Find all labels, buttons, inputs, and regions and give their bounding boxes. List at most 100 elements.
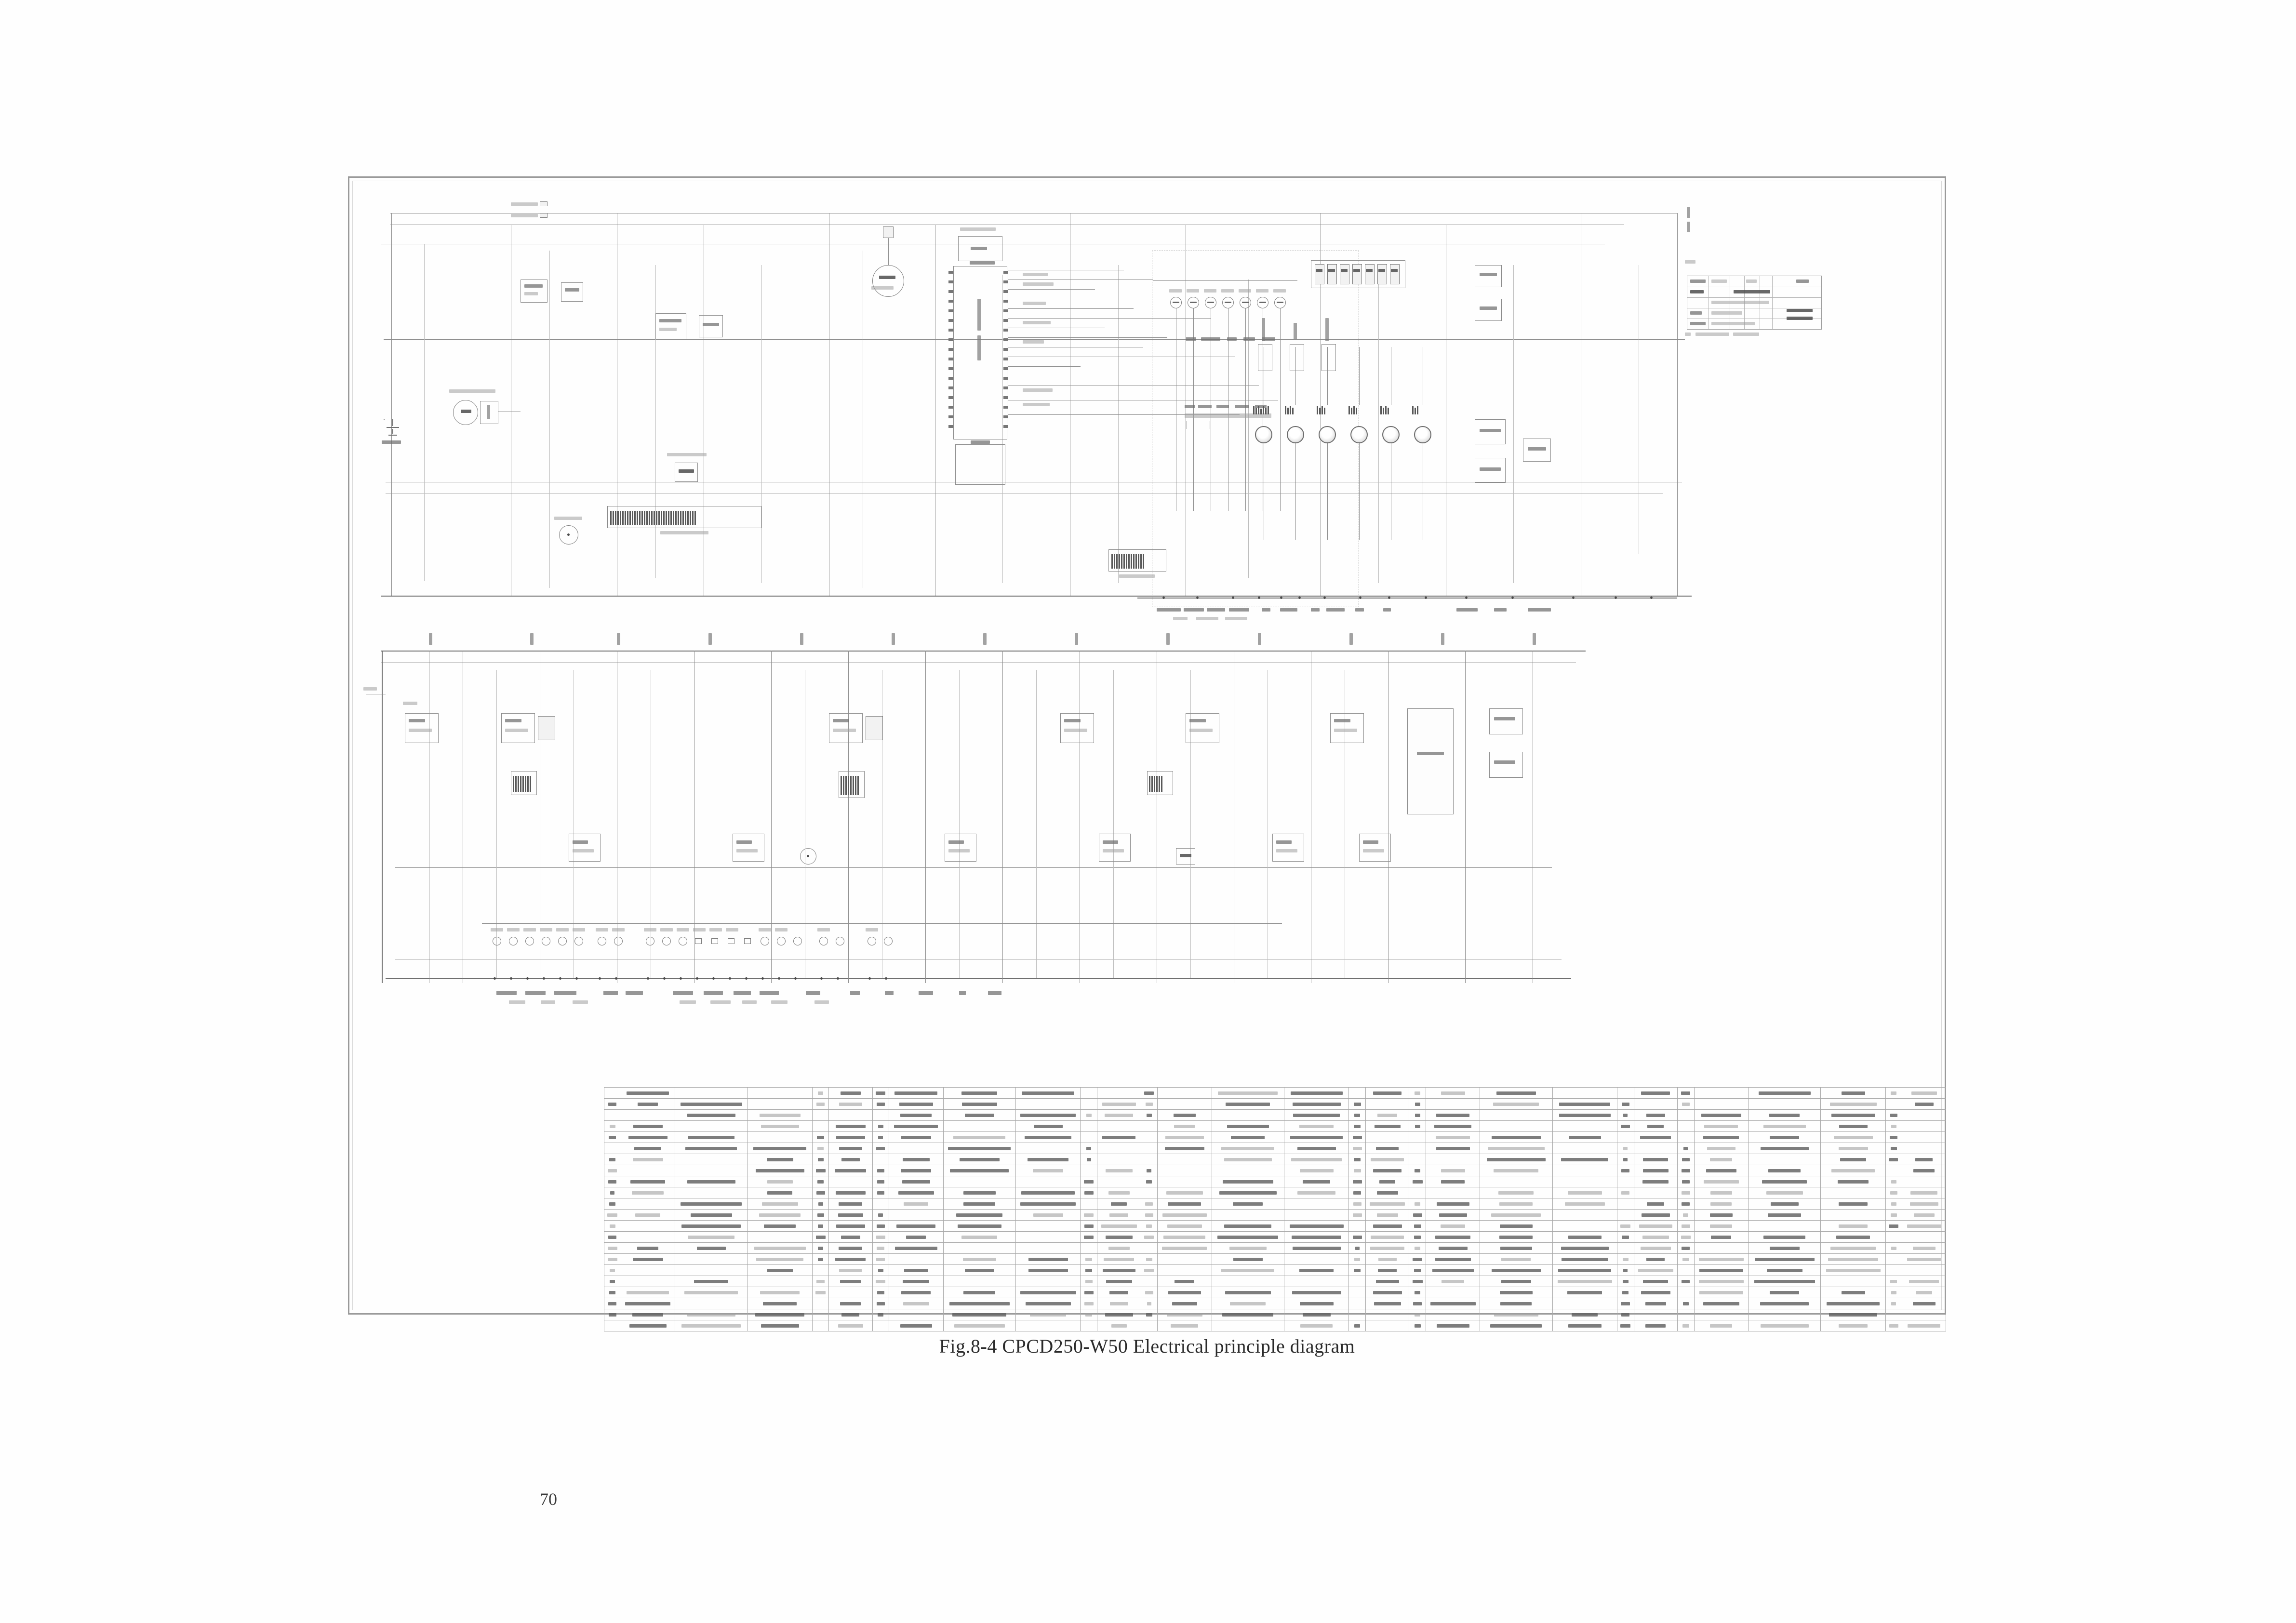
table-cell-remark	[1902, 1264, 1946, 1276]
table-cell-remark	[1365, 1143, 1410, 1154]
table-cell-no	[872, 1231, 890, 1243]
table-row	[604, 1187, 1946, 1198]
table-cell-no	[1677, 1120, 1695, 1132]
table-cell-no	[1677, 1176, 1695, 1187]
table-cell-qty	[1080, 1298, 1098, 1309]
table-cell-name	[1283, 1165, 1349, 1176]
table-cell-remark	[828, 1187, 873, 1198]
table-cell-name	[1820, 1165, 1886, 1176]
table-cell-specification	[675, 1176, 748, 1187]
table-cell-qty	[1348, 1309, 1366, 1320]
table-cell-name	[1283, 1087, 1349, 1099]
table-cell-name	[1283, 1176, 1349, 1187]
table-cell-specification	[675, 1220, 748, 1232]
table-cell-specification	[1211, 1253, 1284, 1265]
gauge-3	[1319, 426, 1336, 443]
table-cell-specification	[675, 1098, 748, 1110]
table-cell-code	[1157, 1087, 1212, 1099]
table-cell-qty	[812, 1087, 829, 1099]
table-cell-no	[1140, 1264, 1158, 1276]
table-cell-no	[1140, 1154, 1158, 1165]
table-cell-specification	[1211, 1098, 1284, 1110]
table-cell-specification	[675, 1198, 748, 1210]
table-cell-name	[1283, 1309, 1349, 1320]
table-cell-code	[620, 1231, 676, 1243]
table-cell-name	[1552, 1309, 1617, 1320]
table-cell-remark	[1633, 1176, 1678, 1187]
table-cell-remark	[1365, 1087, 1410, 1099]
table-cell-qty	[1348, 1109, 1366, 1121]
table-cell-name	[1552, 1220, 1617, 1232]
table-cell-name	[1283, 1242, 1349, 1254]
table-cell-name	[1283, 1120, 1349, 1132]
table-cell-remark	[828, 1264, 873, 1276]
table-cell-specification	[1480, 1209, 1553, 1221]
table-cell-no	[1677, 1109, 1695, 1121]
table-cell-remark	[1633, 1287, 1678, 1298]
table-cell-specification	[1211, 1231, 1284, 1243]
table-cell-specification	[1748, 1309, 1821, 1320]
upper-circuit-section	[366, 193, 1928, 636]
table-cell-remark	[1633, 1198, 1678, 1210]
table-cell-name	[1283, 1131, 1349, 1143]
table-cell-qty	[1885, 1298, 1903, 1309]
table-cell-specification	[1211, 1220, 1284, 1232]
table-cell-no	[1677, 1154, 1695, 1165]
table-cell-remark	[1097, 1309, 1141, 1320]
table-row	[604, 1165, 1946, 1176]
table-cell-name	[1283, 1143, 1349, 1154]
table-cell-no	[604, 1287, 621, 1298]
table-row	[604, 1231, 1946, 1243]
table-cell-name	[1015, 1131, 1081, 1143]
table-cell-qty	[1348, 1209, 1366, 1221]
table-cell-qty	[1080, 1143, 1098, 1154]
table-cell-specification	[1480, 1198, 1553, 1210]
table-cell-no	[604, 1220, 621, 1232]
table-cell-name	[1283, 1198, 1349, 1210]
table-cell-code	[620, 1309, 676, 1320]
table-cell-name	[747, 1109, 813, 1121]
table-cell-specification	[1480, 1264, 1553, 1276]
table-cell-name	[1283, 1154, 1349, 1165]
table-cell-specification	[943, 1320, 1016, 1331]
table-cell-no	[1140, 1098, 1158, 1110]
table-cell-code	[1425, 1165, 1481, 1176]
table-cell-code	[620, 1120, 676, 1132]
table-cell-specification	[1748, 1187, 1821, 1198]
table-cell-qty	[1616, 1209, 1634, 1221]
table-cell-qty	[1080, 1231, 1098, 1243]
table-cell-code	[1694, 1198, 1749, 1210]
table-cell-specification	[1748, 1087, 1821, 1099]
table-cell-code	[1425, 1198, 1481, 1210]
table-cell-remark	[1097, 1264, 1141, 1276]
table-cell-no	[604, 1131, 621, 1143]
table-cell-code	[889, 1253, 944, 1265]
table-cell-code	[1425, 1309, 1481, 1320]
table-cell-remark	[1097, 1253, 1141, 1265]
table-cell-qty	[1080, 1287, 1098, 1298]
table-cell-qty	[1616, 1109, 1634, 1121]
table-cell-qty	[1616, 1287, 1634, 1298]
table-cell-name	[1015, 1287, 1081, 1298]
table-cell-no	[872, 1131, 890, 1143]
table-cell-qty	[1616, 1276, 1634, 1287]
table-cell-name	[1015, 1154, 1081, 1165]
table-cell-no	[1409, 1320, 1426, 1331]
table-cell-name	[1015, 1264, 1081, 1276]
table-cell-no	[604, 1098, 621, 1110]
table-cell-name	[1552, 1320, 1617, 1331]
table-cell-name	[1820, 1276, 1886, 1287]
table-cell-remark	[1365, 1198, 1410, 1210]
table-cell-specification	[1480, 1131, 1553, 1143]
table-cell-no	[872, 1176, 890, 1187]
table-cell-code	[1425, 1087, 1481, 1099]
table-cell-qty	[1616, 1154, 1634, 1165]
table-cell-specification	[1480, 1154, 1553, 1165]
table-row	[604, 1276, 1946, 1287]
table-cell-remark	[1633, 1231, 1678, 1243]
table-cell-name	[747, 1087, 813, 1099]
table-cell-qty	[1080, 1220, 1098, 1232]
table-cell-specification	[1480, 1276, 1553, 1287]
table-cell-code	[1694, 1309, 1749, 1320]
table-cell-remark	[828, 1098, 873, 1110]
